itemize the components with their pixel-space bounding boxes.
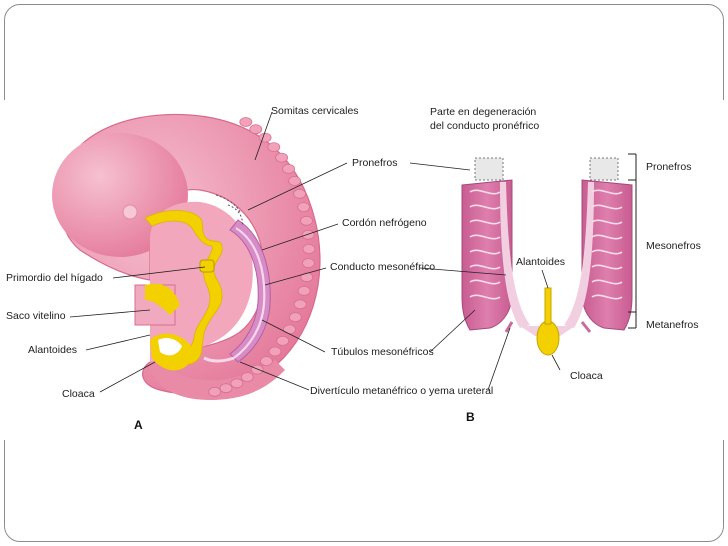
somites	[208, 117, 316, 397]
somite	[301, 258, 315, 269]
gut-tube	[144, 210, 223, 365]
somite	[282, 164, 296, 174]
label-metanefros: Metanefros	[646, 319, 699, 331]
label-degeneracion-1: Parte en degeneración	[430, 106, 537, 118]
degenerated-pronephros-left	[474, 157, 504, 181]
somite	[297, 285, 311, 296]
mesonephros-right	[581, 179, 633, 331]
mesonephric-tubule	[591, 294, 623, 300]
label-alantoides-b: Alantoides	[516, 256, 566, 268]
somite	[301, 229, 315, 240]
mesonephric-tubule	[591, 219, 623, 225]
somite	[300, 272, 314, 283]
cloaca-yolk	[536, 320, 560, 356]
label-conducto-mesonefrico: Conducto mesonéfrico	[330, 261, 436, 273]
mesonephric-tubule	[469, 279, 501, 285]
yolk-duct	[145, 283, 180, 315]
somite	[293, 188, 307, 199]
label-alantoides-a: Alantoides	[28, 344, 78, 356]
somite	[240, 372, 254, 383]
label-diverticulo-metanefrico: Divertículo metanéfrico o yema ureteral	[310, 385, 494, 397]
mesonephric-tubule	[591, 204, 623, 210]
somite	[283, 324, 296, 335]
mesonephric-tubule	[591, 249, 623, 255]
kidney-left	[461, 157, 530, 331]
somite	[288, 312, 302, 323]
duct-right	[564, 182, 594, 328]
degenerated-pronephros-right	[589, 157, 619, 181]
somite	[275, 152, 289, 163]
region-bracket	[628, 153, 637, 329]
label-pronefros-b: Pronefros	[646, 161, 692, 173]
mesonephric-tubule	[469, 264, 501, 270]
mesonephric-tubule	[469, 294, 501, 300]
liver-primordium	[199, 259, 215, 273]
embryo-kidney-figure: Somitas cervicales Pronefros Cordón nefr…	[0, 100, 728, 440]
label-tubulos-mesonefricos: Túbulos mesonéfricos	[331, 346, 434, 358]
leaders-b	[409, 162, 561, 391]
somite	[219, 383, 233, 394]
embryo-cavity	[150, 201, 253, 362]
somite	[300, 215, 313, 226]
somite	[302, 244, 316, 254]
mesonephric-tubule	[469, 219, 501, 225]
somite	[267, 142, 281, 152]
cloaca-lumen	[158, 338, 182, 356]
mesonephric-tubule	[591, 264, 623, 270]
somite	[288, 176, 302, 186]
label-mesonefros: Mesonefros	[646, 240, 701, 252]
mesonephric-tubule	[591, 279, 623, 285]
label-saco-vitelino: Saco vitelino	[6, 310, 66, 322]
somite	[268, 346, 282, 357]
mesonephric-duct	[233, 227, 266, 359]
somite	[249, 124, 263, 135]
pronephros-outline	[227, 204, 243, 227]
somite	[293, 299, 307, 310]
label-primordio-higado: Primordio del hígado	[6, 272, 103, 284]
allantois-stalk	[544, 287, 552, 325]
somite	[208, 386, 222, 397]
ureteric-bud	[203, 356, 235, 363]
tubules-b	[469, 189, 623, 300]
somite	[259, 356, 273, 367]
mesonephric-tubule	[591, 189, 623, 195]
somite	[258, 132, 272, 143]
leaders-a	[69, 111, 348, 393]
panel-letter-b: B	[466, 410, 475, 424]
mesonephric-tubule	[591, 234, 623, 240]
label-somitas-cervicales: Somitas cervicales	[271, 105, 359, 117]
somite	[276, 335, 290, 346]
label-cloaca-b: Cloaca	[570, 370, 603, 382]
label-cordon-nefrogeno: Cordón nefrógeno	[342, 217, 427, 229]
somite	[297, 202, 311, 212]
mesonephric-tubule	[469, 234, 501, 240]
duct-left	[500, 182, 530, 328]
optic-vesicle	[122, 204, 138, 220]
label-cloaca-a: Cloaca	[62, 388, 95, 400]
nephric-cord	[203, 194, 271, 363]
label-pronefros-a: Pronefros	[352, 157, 398, 169]
somite	[250, 364, 264, 375]
label-degeneracion-2: del conducto pronéfrico	[430, 120, 540, 132]
mesonephric-tubule	[469, 204, 501, 210]
kidney-right	[564, 157, 633, 331]
embryo-tail	[150, 360, 285, 400]
mesonephric-tubule	[469, 249, 501, 255]
panel-letter-a: A	[134, 418, 143, 432]
cloaca-b	[504, 287, 592, 356]
somite	[230, 378, 244, 389]
figure-drawing	[52, 111, 637, 400]
somite	[239, 117, 253, 127]
gut	[144, 210, 223, 371]
mesonephric-tubule	[469, 189, 501, 195]
